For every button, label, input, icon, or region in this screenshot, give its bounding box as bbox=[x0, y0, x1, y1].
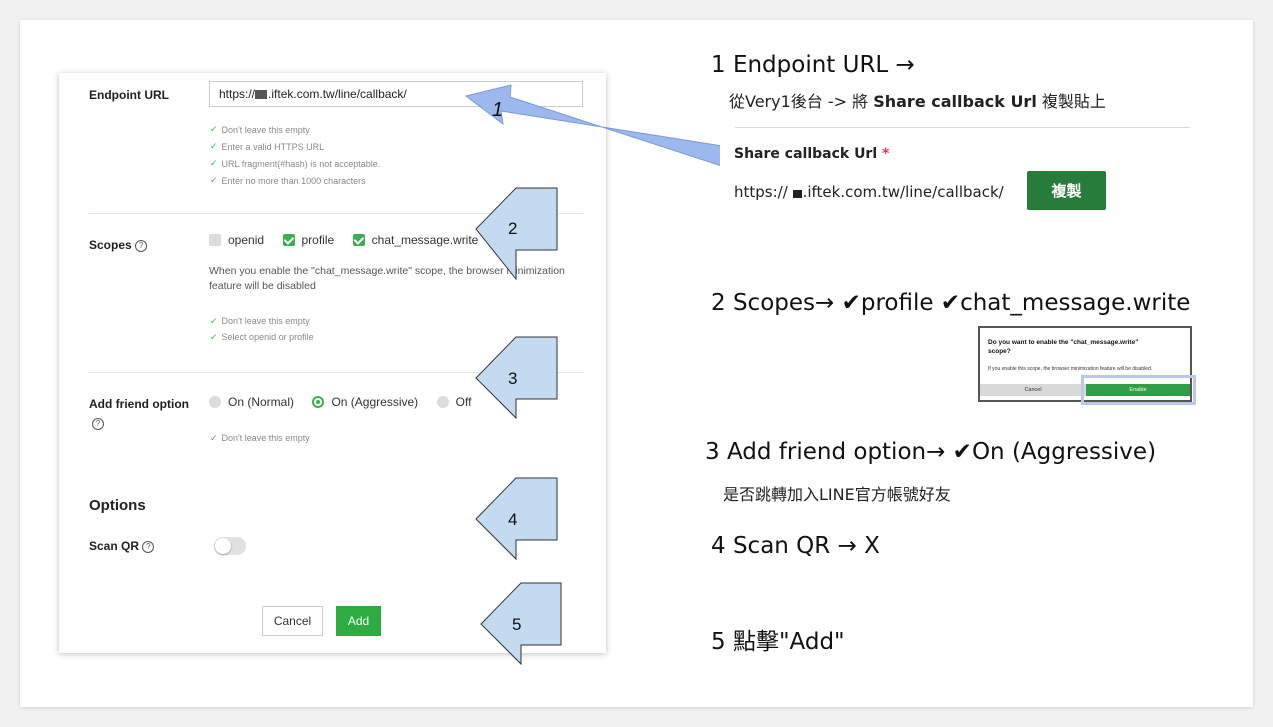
copy-button[interactable]: 複製 bbox=[1027, 171, 1106, 210]
add-friend-option-label: Add friend option bbox=[89, 397, 189, 411]
scope-chat-message-write-checkbox[interactable]: chat_message.write bbox=[352, 233, 478, 247]
step-3-title: 3 Add friend option→ ✔On (Aggressive) bbox=[705, 439, 1157, 465]
scan-qr-label: Scan QR ? bbox=[89, 539, 155, 553]
check-icon: ✓ bbox=[210, 158, 218, 168]
check-icon: ✓ bbox=[210, 315, 218, 326]
scan-qr-toggle[interactable] bbox=[214, 537, 246, 555]
question-circle-icon[interactable]: ? bbox=[142, 540, 155, 553]
scopes-options: openid profile chat_message.write bbox=[209, 233, 492, 251]
callout-arrow-4 bbox=[475, 477, 558, 561]
step-4-title: 4 Scan QR → X bbox=[711, 533, 880, 559]
dialog-title: Do you want to enable the "chat_message.… bbox=[988, 339, 1139, 355]
check-icon: ✓ bbox=[210, 432, 218, 443]
scopes-validation-list: ✓Don't leave this empty ✓Select openid o… bbox=[210, 315, 314, 343]
marker-number-1: 1 bbox=[492, 99, 504, 121]
check-icon: ✓ bbox=[210, 124, 218, 134]
dialog-enable-button[interactable]: Enable bbox=[1086, 384, 1190, 396]
callout-arrow-5 bbox=[480, 582, 562, 666]
check-icon: ✓ bbox=[210, 141, 218, 151]
marker-number-2: 2 bbox=[508, 219, 518, 238]
share-callback-url: https:// .iftek.com.tw/line/callback/ bbox=[734, 183, 1004, 201]
scopes-label: Scopes ? bbox=[89, 238, 148, 252]
radio-selected-icon bbox=[312, 396, 325, 408]
scopes-note: When you enable the "chat_message.write"… bbox=[209, 265, 565, 292]
check-icon: ✓ bbox=[210, 175, 218, 185]
friend-on-normal-radio[interactable]: On (Normal) bbox=[209, 395, 294, 409]
step-3-subtitle: 是否跳轉加入LINE官方帳號好友 bbox=[723, 485, 951, 504]
add-friend-radio-group: On (Normal) On (Aggressive) Off bbox=[209, 395, 485, 413]
divider bbox=[735, 127, 1190, 128]
endpoint-validation-list: ✓Don't leave this empty ✓Enter a valid H… bbox=[210, 124, 381, 186]
question-circle-icon[interactable]: ? bbox=[92, 417, 104, 430]
add-button[interactable]: Add bbox=[336, 606, 381, 636]
step-5-title: 5 點擊"Add" bbox=[711, 629, 845, 655]
friend-on-aggressive-radio[interactable]: On (Aggressive) bbox=[312, 395, 418, 409]
friend-validation-list: ✓Don't leave this empty bbox=[210, 432, 310, 444]
checkbox-unchecked-icon bbox=[209, 234, 221, 246]
dialog-cancel-button[interactable]: Cancel bbox=[980, 384, 1086, 396]
marker-number-5: 5 bbox=[512, 615, 522, 634]
check-icon: ✓ bbox=[210, 331, 218, 342]
step-2-title: 2 Scopes→ ✔profile ✔chat_message.write bbox=[711, 290, 1191, 316]
endpoint-url-label: Endpoint URL bbox=[89, 88, 169, 102]
share-callback-screenshot: Share callback Url * https:// .iftek.com… bbox=[720, 127, 1190, 225]
callout-arrow-3 bbox=[475, 336, 558, 420]
callout-arrow-2 bbox=[475, 187, 558, 281]
checkbox-checked-icon bbox=[352, 234, 365, 246]
marker-number-4: 4 bbox=[508, 510, 518, 529]
scope-openid-checkbox[interactable]: openid bbox=[209, 233, 264, 247]
friend-off-radio[interactable]: Off bbox=[436, 395, 471, 409]
scope-profile-checkbox[interactable]: profile bbox=[282, 233, 334, 247]
redacted-block bbox=[255, 90, 268, 99]
divider bbox=[89, 213, 583, 214]
endpoint-url-input[interactable]: https://.iftek.com.tw/line/callback/ bbox=[209, 81, 583, 107]
checkbox-checked-icon bbox=[282, 234, 295, 246]
radio-unselected-icon bbox=[209, 396, 221, 408]
cancel-button[interactable]: Cancel bbox=[262, 606, 323, 636]
divider bbox=[89, 372, 583, 373]
enable-scope-dialog-screenshot: Do you want to enable the "chat_message.… bbox=[978, 326, 1192, 402]
redacted-block bbox=[792, 190, 802, 198]
step-1-subtitle: 從Very1後台 -> 將 Share callback Url 複製貼上 bbox=[729, 92, 1106, 111]
question-circle-icon[interactable]: ? bbox=[135, 239, 148, 252]
options-heading: Options bbox=[89, 497, 146, 514]
share-callback-label: Share callback Url * bbox=[734, 146, 890, 162]
enable-highlight-frame bbox=[1081, 375, 1196, 405]
dialog-body: If you enable this scope, the browser mi… bbox=[988, 366, 1153, 372]
pointer-arrow-1 bbox=[464, 84, 741, 173]
step-1-title: 1 Endpoint URL → bbox=[711, 52, 915, 78]
radio-unselected-icon bbox=[436, 396, 449, 408]
marker-number-3: 3 bbox=[508, 369, 518, 388]
